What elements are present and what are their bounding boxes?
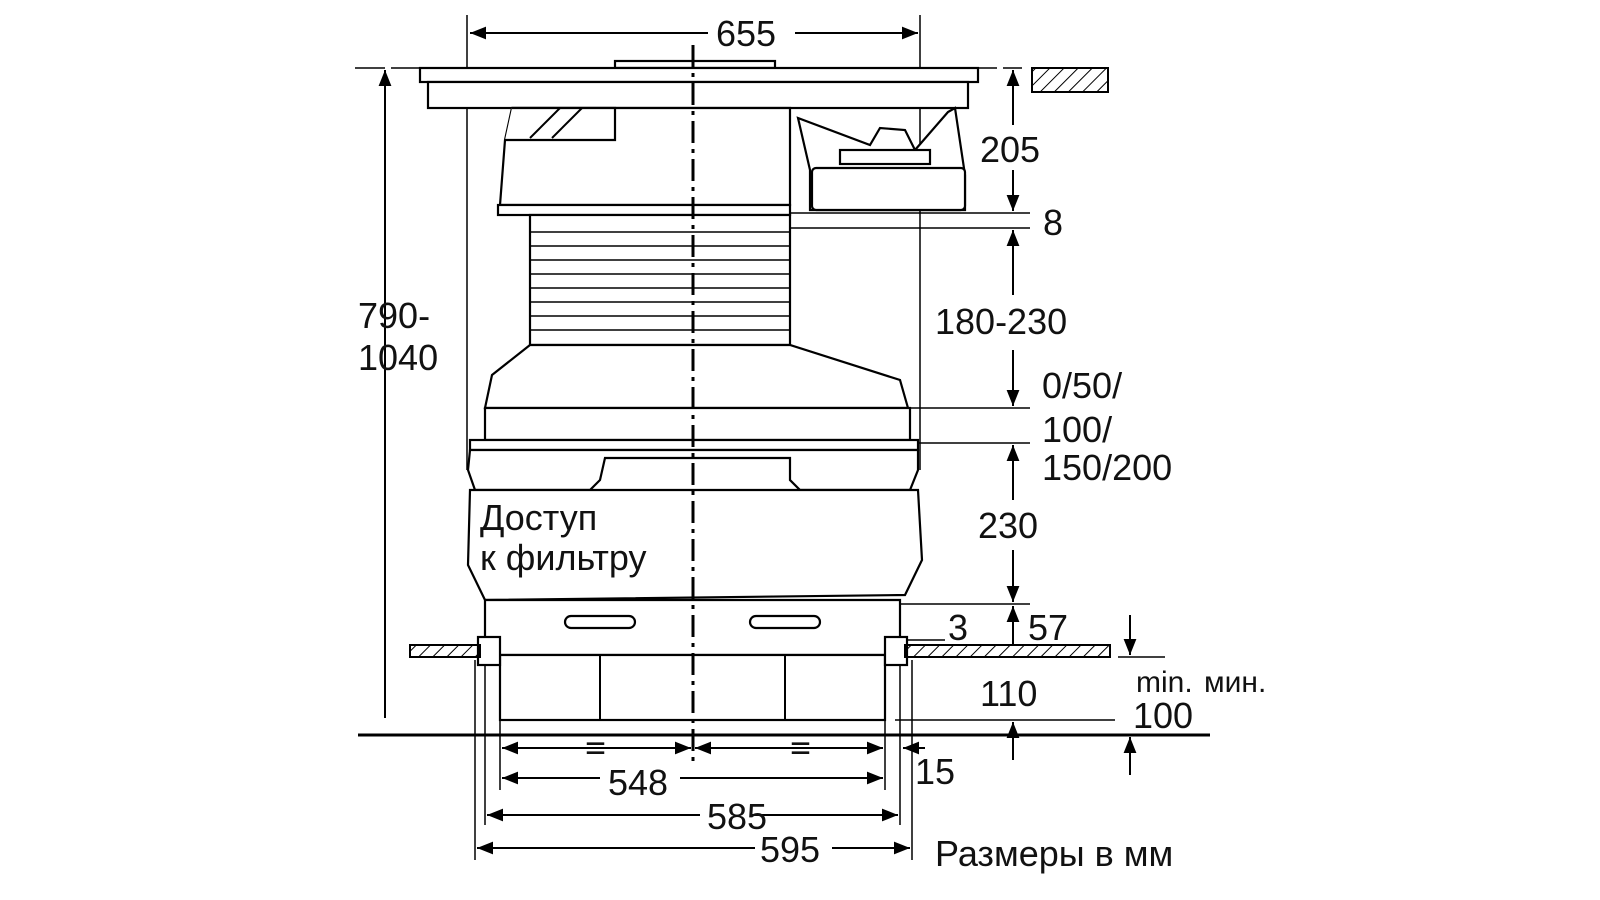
dim-3: 3 bbox=[948, 607, 968, 648]
dim-205: 205 bbox=[980, 129, 1040, 170]
fan-unit bbox=[496, 106, 967, 217]
dim-180-230: 180-230 bbox=[935, 301, 1067, 342]
units-note: Размеры в мм bbox=[935, 833, 1173, 874]
flexible-duct bbox=[528, 213, 792, 347]
min-label-cyrillic: мин. bbox=[1204, 666, 1266, 699]
dim-230: 230 bbox=[978, 505, 1038, 546]
equal-right: = bbox=[790, 727, 811, 768]
min-label-latin: min. bbox=[1136, 666, 1193, 699]
dim-height-line2: 1040 bbox=[358, 337, 438, 378]
dim-height-line1: 790- bbox=[358, 295, 430, 336]
dim-57: 57 bbox=[1028, 607, 1068, 648]
dim-min-100: 100 bbox=[1133, 695, 1193, 736]
filter-access-label-1: Доступ bbox=[480, 497, 597, 538]
dim-8: 8 bbox=[1043, 202, 1063, 243]
plinth-left bbox=[409, 644, 481, 658]
dim-extension-3: 150/200 bbox=[1042, 447, 1172, 488]
equal-left: = bbox=[585, 727, 606, 768]
dim-595: 595 bbox=[760, 829, 820, 870]
worktop-section bbox=[1031, 67, 1109, 93]
plinth-right bbox=[904, 644, 1111, 658]
dim-15: 15 bbox=[915, 751, 955, 792]
dim-extension-2: 100/ bbox=[1042, 409, 1112, 450]
hob bbox=[418, 59, 980, 110]
dim-548: 548 bbox=[608, 762, 668, 803]
dim-110: 110 bbox=[980, 673, 1037, 714]
dim-extension-1: 0/50/ bbox=[1042, 365, 1122, 406]
filter-access-label-2: к фильтру bbox=[480, 537, 647, 578]
dimension-lines bbox=[378, 26, 1137, 855]
dim-655: 655 bbox=[716, 13, 776, 54]
dim-585: 585 bbox=[707, 796, 767, 837]
